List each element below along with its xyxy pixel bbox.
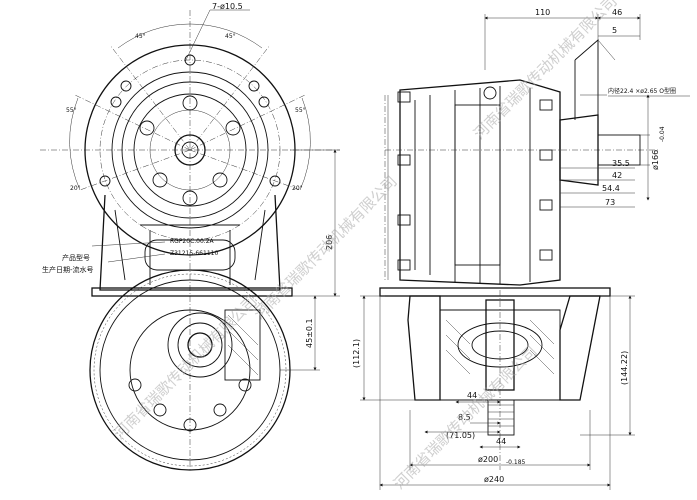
dim-144-22: (144.22) — [620, 351, 629, 385]
watermark-layer: 河南省瑞歌传动机械有限公司 河南省瑞歌传动机械有限公司 河南省瑞歌传动机械有限公… — [110, 0, 621, 493]
dim-shaft: ø166 — [651, 150, 660, 170]
dim-42: 42 — [612, 171, 622, 180]
dim-44-a: 44 — [467, 391, 477, 400]
front-view: 7-ø10.5 45° 45° 55° 55° 20° 20° RGP20C.0… — [40, 2, 340, 471]
angle-right-mid: 55° — [295, 107, 306, 114]
dim-112-1: (112.1) — [352, 339, 361, 368]
dim-44-b: 44 — [496, 437, 506, 446]
dim-240: ø240 — [484, 475, 504, 484]
dim-35-5: 35.5 — [612, 159, 630, 168]
motor-bolts — [397, 91, 553, 271]
part-number-label: RGP20C.00.2A — [170, 238, 215, 245]
front-offset-dim: 45±0.1 — [305, 318, 314, 348]
dim-54-4: 54.4 — [602, 184, 620, 193]
dim-shaft-tol: -0.04 — [659, 126, 666, 142]
hole-spec-label: 7-ø10.5 — [212, 2, 243, 11]
serial-number-label: Z31215-661110 — [170, 250, 218, 257]
dim-46: 46 — [612, 8, 622, 17]
angle-left-low: 20° — [70, 185, 81, 192]
dim-8-5: 8.5 — [458, 413, 471, 422]
ring-gear-bolts — [128, 378, 252, 432]
dim-5: 5 — [612, 26, 617, 35]
watermark-1: 河南省瑞歌传动机械有限公司 — [110, 292, 261, 443]
model-label: 产品型号 — [62, 253, 90, 262]
watermark-2: 河南省瑞歌传动机械有限公司 — [250, 172, 401, 323]
inner-ring-holes — [139, 95, 241, 206]
dim-71-05: (71.05) — [446, 431, 475, 440]
angle-left-mid: 55° — [66, 107, 77, 114]
flange-bolt-holes — [99, 54, 281, 187]
angle-top-left: 45° — [135, 33, 146, 40]
dim-73: 73 — [605, 198, 615, 207]
front-height-dim: 206 — [325, 235, 334, 250]
angle-right-low: 20° — [292, 185, 303, 192]
dim-200-tol: -0.185 — [506, 459, 526, 466]
dim-200: ø200 — [478, 455, 498, 464]
dim-110: 110 — [535, 8, 550, 17]
angle-top-right: 45° — [225, 33, 236, 40]
watermark-3: 河南省瑞歌传动机械有限公司 — [390, 342, 541, 493]
date-serial-label: 生产日期-流水号 — [42, 265, 94, 274]
side-view: 110 46 5 — [352, 8, 690, 490]
oring-note: 内径22.4 ×ø2.65 O型圈 — [608, 87, 676, 95]
